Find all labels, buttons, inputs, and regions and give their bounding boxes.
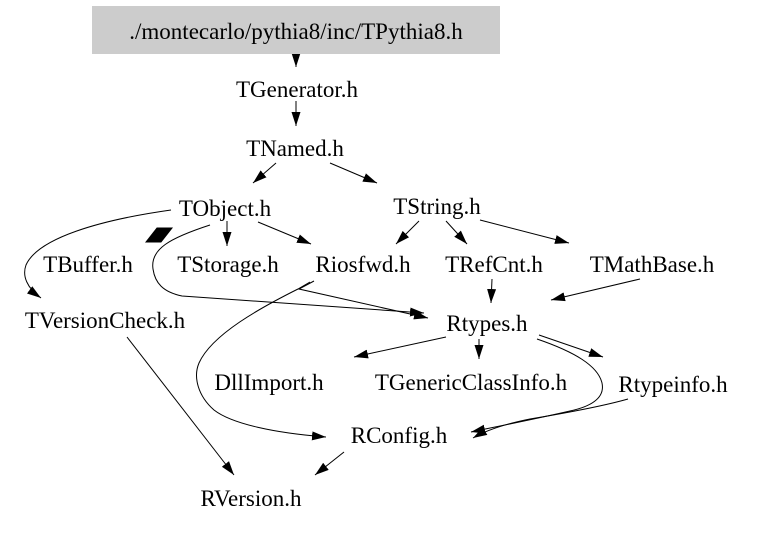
- edge-Riosfwd-to-Rtypes: [297, 280, 429, 320]
- node-TStorage[interactable]: TStorage.h: [177, 252, 279, 277]
- node-DllImport[interactable]: DllImport.h: [214, 370, 324, 395]
- node-Rtypeinfo[interactable]: Rtypeinfo.h: [618, 372, 728, 397]
- edge-TRefCnt-to-Rtypes: [487, 278, 497, 304]
- edges-layer: [24, 53, 641, 476]
- edge-TString-to-TMathBase: [479, 219, 570, 244]
- node-RVersion[interactable]: RVersion.h: [200, 486, 302, 511]
- edge-TObject-to-TVersionCheck: [24, 209, 172, 299]
- node-Rtypes[interactable]: Rtypes.h: [446, 311, 528, 336]
- edge-TBuffer-to-TObject: [144, 227, 174, 243]
- edge-Riosfwd-to-RConfig: [196, 281, 327, 441]
- edge-TString-to-TRefCnt: [445, 220, 468, 245]
- edge-TNamed-to-TObject: [252, 162, 277, 184]
- node-TRefCnt[interactable]: TRefCnt.h: [445, 252, 543, 277]
- edge-TString-to-Riosfwd: [395, 220, 420, 245]
- node-TString[interactable]: TString.h: [393, 194, 481, 219]
- edge-TObject-to-Riosfwd: [257, 221, 312, 245]
- edge-RConfig-to-RVersion: [314, 451, 345, 476]
- edge-TObject-to-Rtypes: [152, 224, 425, 317]
- node-Riosfwd[interactable]: Riosfwd.h: [315, 252, 411, 277]
- node-TBuffer[interactable]: TBuffer.h: [43, 252, 133, 277]
- node-TGenericClassInfo[interactable]: TGenericClassInfo.h: [375, 370, 568, 395]
- edge-Rtypes-to-Rtypeinfo: [538, 334, 604, 358]
- edge-TVersionCheck-to-RVersion: [126, 336, 235, 476]
- edge-TNamed-to-TString: [329, 162, 378, 184]
- node-TMathBase[interactable]: TMathBase.h: [590, 252, 715, 277]
- node-TObject[interactable]: TObject.h: [179, 196, 272, 221]
- node-TNamed[interactable]: TNamed.h: [246, 136, 344, 161]
- edge-Rtypeinfo-to-RConfig: [472, 398, 629, 439]
- root-node-box: [92, 6, 500, 54]
- nodes-layer: ./montecarlo/pythia8/inc/TPythia8.hTGene…: [25, 6, 728, 511]
- node-RConfig[interactable]: RConfig.h: [351, 423, 448, 448]
- edge-Rtypes-to-DllImport: [353, 336, 447, 359]
- node-TPythia8: ./montecarlo/pythia8/inc/TPythia8.h: [129, 19, 463, 44]
- edge-TMathBase-to-Rtypes: [550, 278, 641, 302]
- node-TGenerator[interactable]: TGenerator.h: [236, 77, 358, 102]
- node-TVersionCheck[interactable]: TVersionCheck.h: [25, 308, 186, 333]
